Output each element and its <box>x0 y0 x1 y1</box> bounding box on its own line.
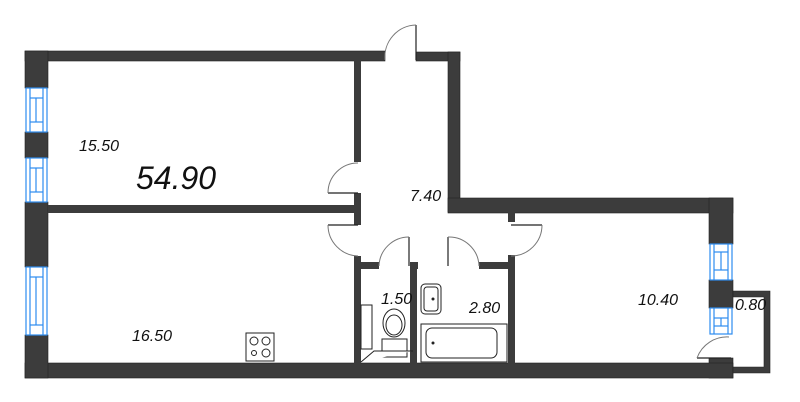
sink-icon <box>420 283 442 315</box>
wall-left-1 <box>24 50 49 89</box>
wall-room2-right <box>354 256 361 366</box>
toilet-icon <box>381 308 408 358</box>
entrance-door <box>384 24 417 61</box>
area-room-upper-left: 15.50 <box>79 138 120 155</box>
wall-left-2 <box>24 131 49 159</box>
bathtub-icon <box>420 323 508 363</box>
window-upper-1 <box>25 87 48 133</box>
wall-right-mid <box>708 279 734 309</box>
wall-room1-right <box>354 58 361 162</box>
wall-bath-top-right <box>479 262 513 269</box>
wall-left-3 <box>24 201 49 268</box>
door-toilet <box>378 236 410 267</box>
wall-right-room-stub <box>508 210 515 222</box>
toilet-shelf <box>360 304 413 363</box>
balcony-door <box>709 307 733 335</box>
wall-hall-right <box>447 51 461 213</box>
wall-bottom <box>24 362 734 379</box>
wall-toilet-bath <box>410 262 417 366</box>
area-toilet: 1.50 <box>381 291 413 308</box>
area-bathroom: 2.80 <box>469 300 501 317</box>
area-balcony: 0.80 <box>735 297 767 314</box>
area-total: 54.90 <box>136 160 217 196</box>
wall-partition-left <box>48 205 358 213</box>
wall-bath-right <box>508 255 515 366</box>
wall-top-left <box>24 50 386 62</box>
window-right-upper <box>709 243 733 281</box>
area-hallway: 7.40 <box>410 188 442 205</box>
stove-icon <box>245 332 275 362</box>
door-bath <box>447 236 480 267</box>
door-room1 <box>327 162 359 194</box>
balcony-wall <box>732 290 771 374</box>
area-room-lower-left: 16.50 <box>132 328 173 345</box>
window-lower-left <box>25 266 48 336</box>
area-room-right: 10.40 <box>638 292 679 309</box>
window-upper-2 <box>25 157 48 203</box>
wall-bath-top-left <box>410 262 418 269</box>
door-balcony <box>696 336 731 359</box>
door-room2 <box>327 224 359 257</box>
wall-toilet-top <box>354 262 379 269</box>
wall-right-top <box>447 197 734 214</box>
door-room-right <box>510 224 543 257</box>
wall-left-4 <box>24 334 49 379</box>
wall-right-upper <box>708 197 734 245</box>
